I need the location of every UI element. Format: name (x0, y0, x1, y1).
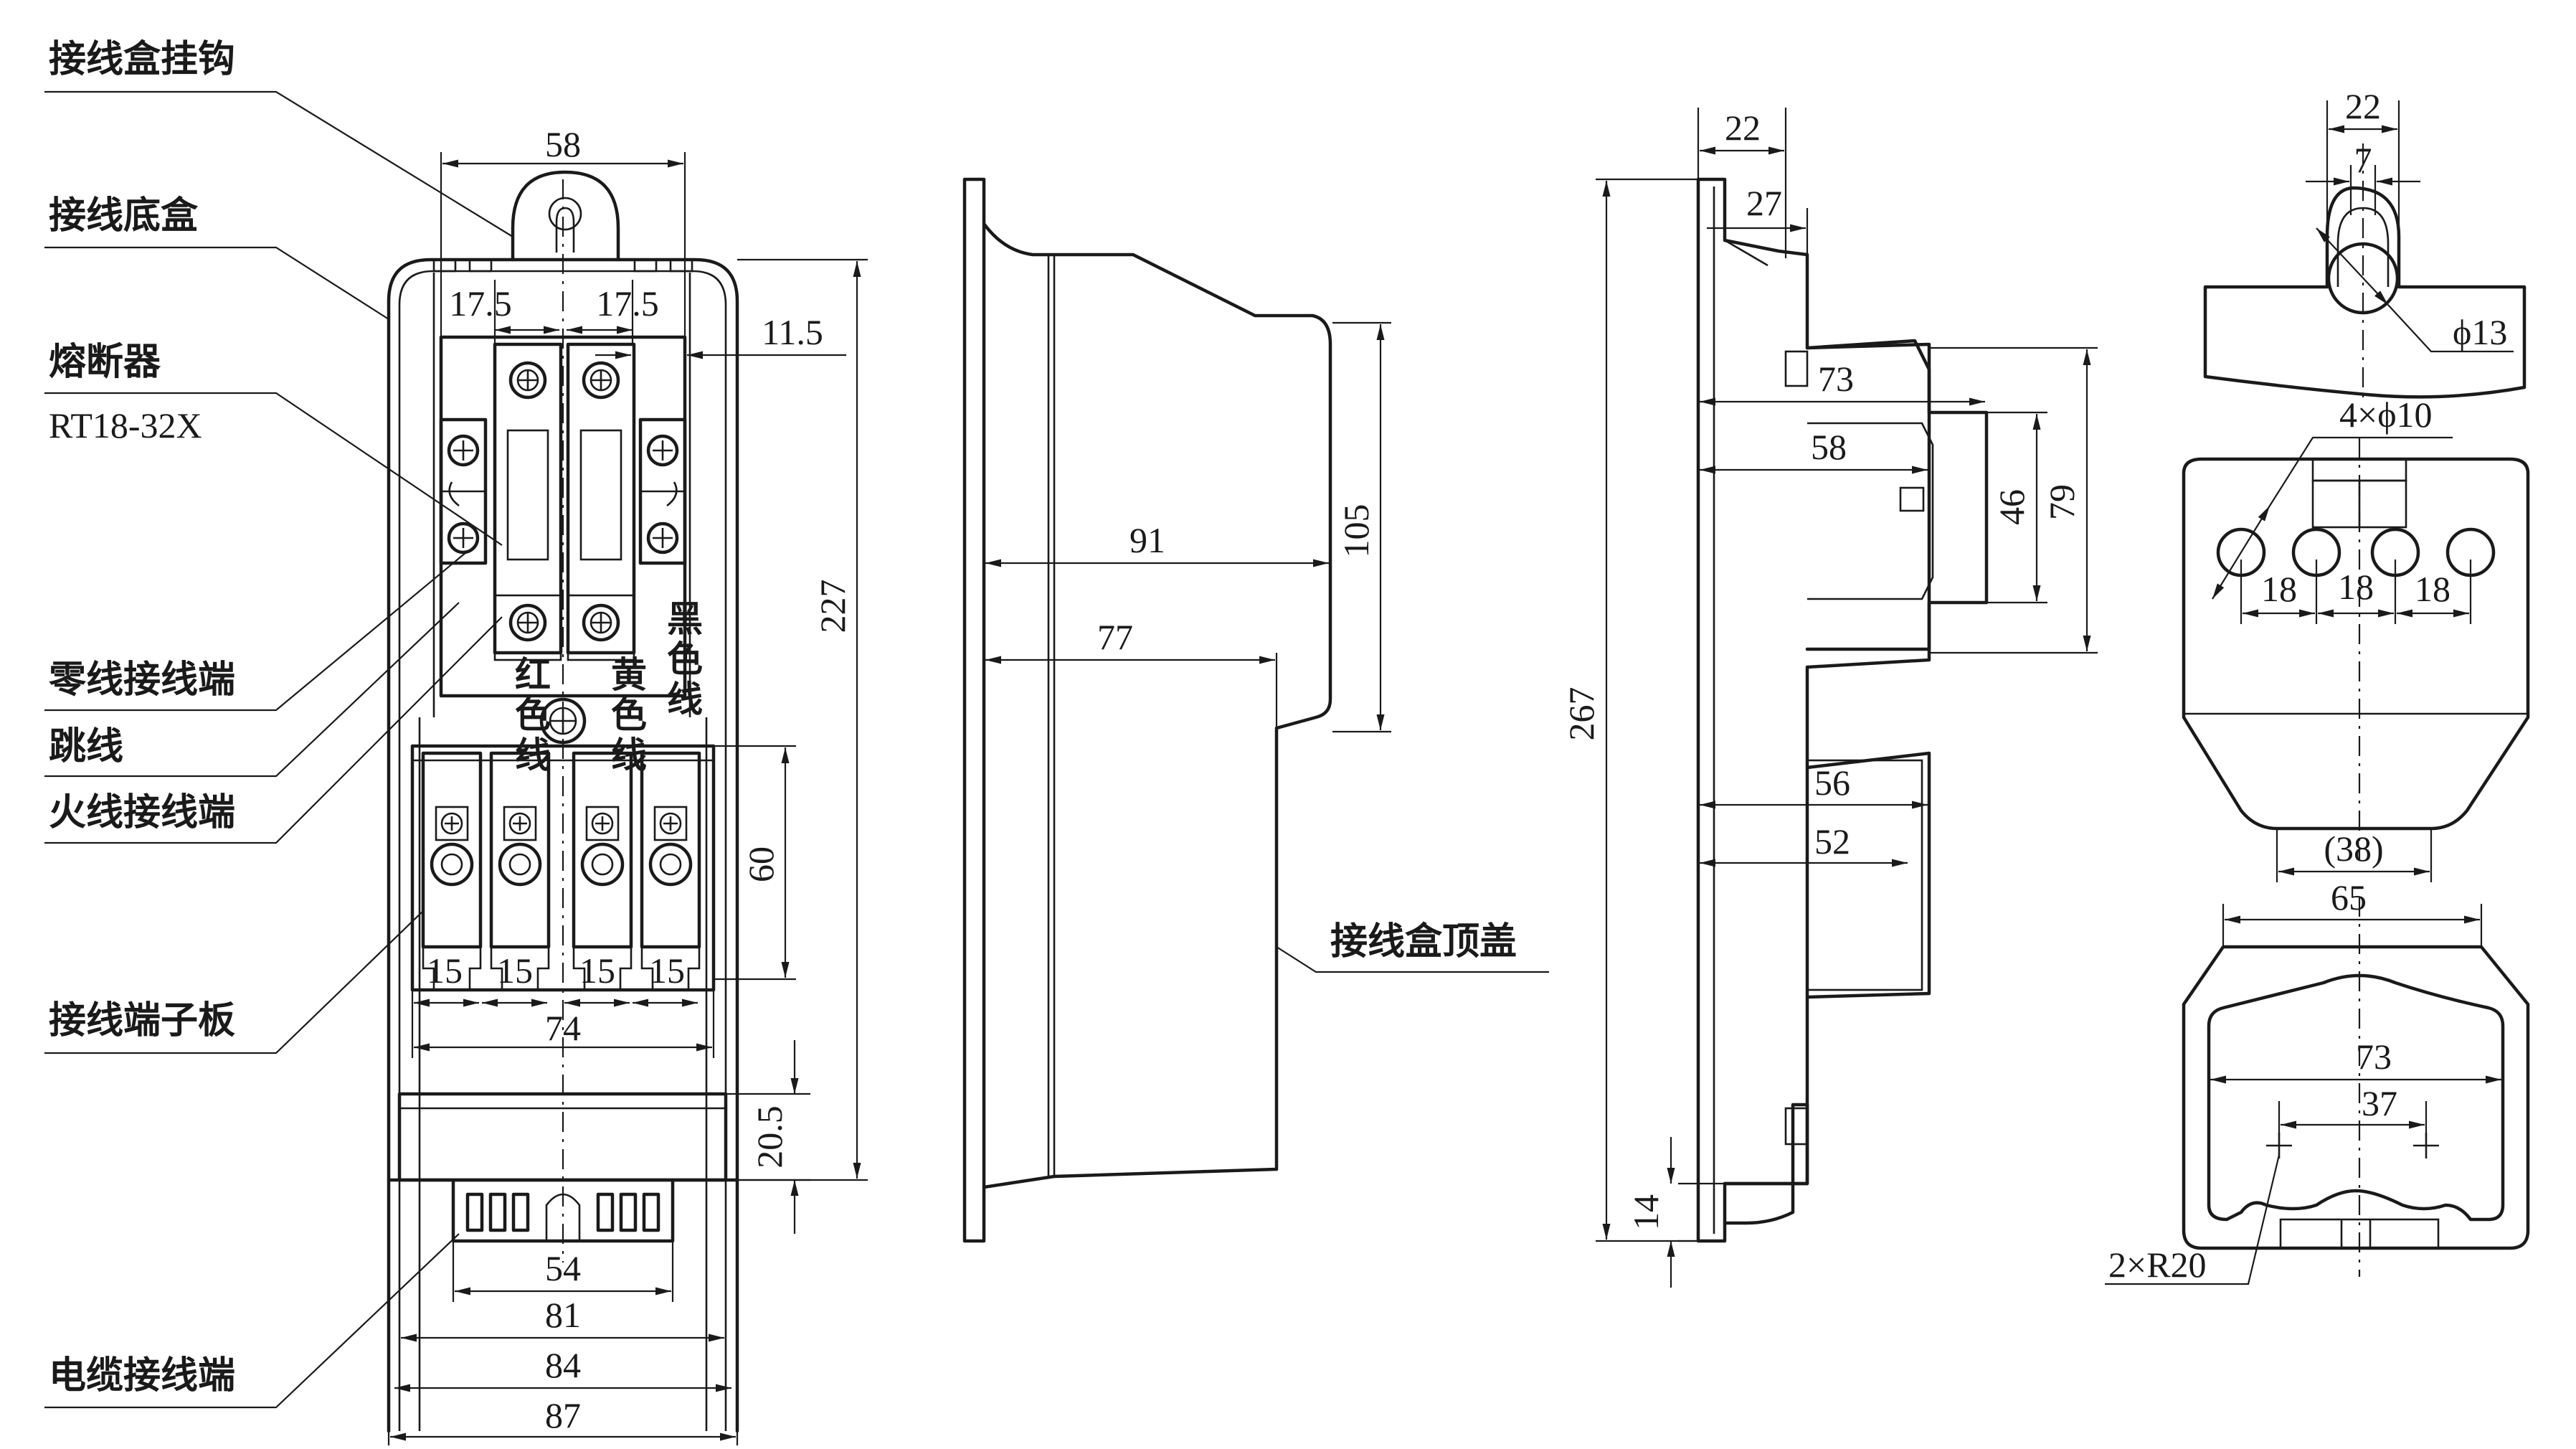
hook-detail-view: 22 7 ϕ13 (2203, 86, 2527, 399)
base-side-view: 267 22 27 73 58 46 79 56 52 14 (1561, 108, 2098, 1288)
dim-227: 227 (813, 580, 853, 633)
label-top-cover: 接线盒顶盖 (1330, 920, 1517, 963)
terminal-screw (447, 434, 480, 467)
top-plate (2182, 457, 2530, 831)
dim-77: 77 (1097, 617, 1133, 657)
dim-22-base: 22 (1725, 108, 1761, 148)
label-fuse-model: RT18-32X (49, 405, 202, 445)
cover-flange (962, 177, 986, 1243)
fuse-right (566, 342, 636, 655)
label-live-terminal: 火线接线端 (49, 790, 235, 834)
dim-267: 267 (1561, 687, 1601, 741)
terminal-block (421, 751, 483, 990)
chamber-inner (2207, 973, 2505, 1222)
dim-56: 56 (1814, 763, 1850, 803)
dim-17-5-left: 17.5 (449, 283, 512, 324)
terminal-block (640, 751, 701, 990)
dim-spacing-1: 18 (2261, 569, 2297, 609)
fuse-screw (508, 361, 547, 400)
dim-74: 74 (545, 1008, 581, 1048)
dim-58-base: 58 (1811, 427, 1847, 467)
terminal-screw (646, 521, 679, 554)
chamber-outer (2182, 945, 2530, 1250)
holes-detail-view: 18 18 18 4×ϕ10 (38) (2182, 395, 2530, 882)
black-wire-label: 黑色线 (667, 598, 703, 720)
cover-profile (982, 222, 1332, 1189)
dim-pitch-2: 15 (497, 950, 533, 991)
dim-14: 14 (1626, 1194, 1666, 1230)
dim-52: 52 (1814, 821, 1850, 862)
dim-46: 46 (1992, 489, 2032, 525)
dim-pitch-3: 15 (579, 950, 615, 991)
dim-7: 7 (2354, 140, 2372, 180)
fuse-screw (508, 603, 547, 642)
dim-17-5-right: 17.5 (596, 283, 659, 324)
dim-84: 84 (545, 1345, 581, 1385)
dim-37: 37 (2362, 1083, 2397, 1123)
dim-radius-r20: 2×R20 (2108, 1245, 2207, 1285)
dim-11-5: 11.5 (762, 312, 823, 352)
terminal-block (572, 751, 633, 990)
dim-60: 60 (741, 846, 781, 882)
label-terminal-board: 接线端子板 (49, 999, 235, 1042)
fuse-left (493, 342, 563, 655)
dim-22-hook: 22 (2345, 86, 2381, 126)
dim-hole-13: ϕ13 (2453, 312, 2507, 352)
label-base-box: 接线底盒 (49, 194, 199, 237)
cover-side-view: 105 91 77 接线盒顶盖 (962, 177, 1549, 1243)
dim-91: 91 (1130, 520, 1165, 560)
terminal-screw (646, 434, 679, 467)
chamber-detail-view: 65 73 37 2×R20 (2105, 877, 2530, 1285)
dim-54: 54 (545, 1248, 581, 1288)
hook-plate (2203, 186, 2527, 399)
dim-73-chamber: 73 (2356, 1037, 2392, 1077)
dim-105: 105 (1336, 504, 1376, 558)
jumper-wire (448, 481, 460, 507)
terminal-screw (447, 521, 480, 554)
dim-65: 65 (2331, 877, 2367, 917)
fuse-screw (582, 361, 620, 400)
base-wall (1696, 177, 1931, 1243)
terminal-block (489, 751, 551, 990)
dim-pitch-1: 15 (427, 950, 463, 991)
dim-20-5: 20.5 (749, 1105, 790, 1169)
label-hook: 接线盒挂钩 (49, 37, 235, 81)
fuse-screw (582, 603, 620, 642)
yellow-wire-label: 黄色线 (611, 653, 647, 776)
callout-labels: 接线盒挂钩 接线底盒 熔断器 RT18-32X 零线接线端 跳线 火线接线端 接… (44, 37, 513, 1409)
red-wire-label: 红色线 (515, 653, 551, 776)
dim-holes-4x10: 4×ϕ10 (2339, 395, 2433, 435)
dim-spacing-2: 18 (2338, 567, 2374, 607)
label-neutral-terminal: 零线接线端 (49, 658, 235, 702)
label-jumper: 跳线 (49, 724, 123, 768)
hanging-hook (511, 170, 620, 262)
dim-27: 27 (1746, 183, 1782, 223)
dim-pitch-4: 15 (649, 950, 685, 991)
dim-79: 79 (2042, 484, 2082, 520)
dim-38: (38) (2324, 829, 2383, 869)
label-fuse: 熔断器 (49, 340, 161, 384)
dim-81: 81 (545, 1295, 581, 1335)
front-view: 黑色线 红色线 黄色线 58 17.5 17.5 11.5 227 60 20.… (387, 124, 868, 1445)
dim-58: 58 (545, 124, 581, 164)
dim-73-base: 73 (1818, 359, 1854, 399)
hook-slot (555, 207, 575, 252)
dim-87: 87 (545, 1395, 581, 1435)
label-cable-terminal: 电缆接线端 (49, 1354, 235, 1397)
dim-spacing-3: 18 (2415, 569, 2450, 609)
